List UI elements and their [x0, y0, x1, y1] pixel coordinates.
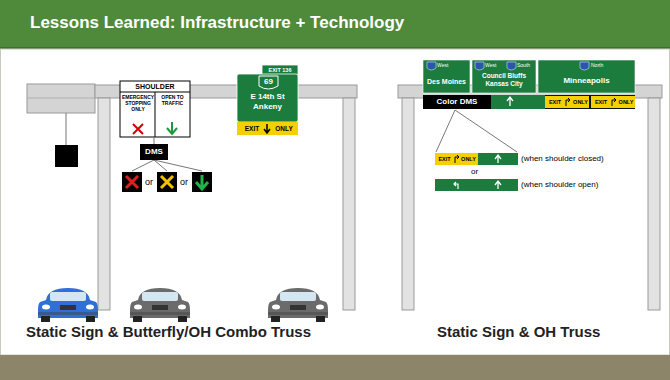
car	[38, 288, 98, 322]
car	[130, 288, 190, 322]
sign-text: Des Moines	[423, 77, 470, 86]
exit-sign	[237, 65, 298, 135]
sign-text: West	[485, 62, 503, 68]
sign-text: EXIT 136	[262, 66, 298, 75]
shoulder-sign: SHOULDER EMERGENCY STOPPING ONLYOPEN TO T…	[120, 81, 190, 137]
note-label: or	[471, 166, 483, 178]
sign-text: Council Bluffs Kansas City	[472, 72, 536, 88]
color-dms: Color DMSEXITONLYEXITONLY	[423, 95, 635, 109]
left-truss	[27, 84, 357, 310]
guide-sign: West SouthCouncil Bluffs Kansas City	[472, 60, 536, 93]
sign-text: North	[591, 62, 613, 68]
sign-text: EXIT	[240, 123, 264, 135]
sign-text: ONLY	[272, 123, 296, 135]
sign-text: E 14th St Ankeny	[239, 92, 296, 112]
sign-text: EXIT	[592, 96, 610, 108]
sign-text: West	[437, 62, 457, 68]
sign-text: EXIT	[436, 153, 453, 165]
frame	[1, 49, 670, 355]
sign-text: South	[517, 62, 536, 68]
guide-sign: EXIT 13669 E 14th St AnkenyEXIT ONLY	[237, 65, 298, 135]
lane-sign: EXIT ONLY	[435, 153, 478, 165]
sign-text: Minneapolis	[538, 76, 635, 86]
note-label: (when shoulder open)	[521, 179, 631, 191]
sign-text: EMERGENCY STOPPING ONLY	[121, 94, 155, 112]
sign-text: 69	[259, 76, 278, 88]
sign-text: ONLY	[617, 96, 635, 108]
sign-text: SHOULDER	[120, 82, 190, 92]
guide-sign: NorthMinneapolis	[538, 60, 635, 93]
header-bar	[0, 0, 670, 47]
guide-sign: WestDes Moines	[423, 60, 470, 93]
slide-title: Lessons Learned: Infrastructure + Techno…	[30, 12, 404, 34]
shoulder-sign	[120, 81, 212, 192]
sign-text: ONLY	[571, 96, 590, 108]
sign-text: Color DMS	[423, 95, 491, 109]
note-label: or	[145, 176, 157, 188]
sign-text: DMS	[140, 144, 168, 160]
footer-bar	[0, 355, 670, 380]
right-truss	[398, 60, 662, 310]
note-label: or	[180, 176, 192, 188]
car	[268, 288, 328, 322]
caption-text: Static Sign & Butterfly/OH Combo Truss	[26, 322, 346, 342]
caption-text: Static Sign & OH Truss	[437, 322, 657, 342]
sign-text: EXIT	[546, 96, 564, 108]
sign-text: ONLY	[459, 153, 478, 165]
note-label: (when shoulder closed)	[521, 153, 631, 165]
sign-text: OPEN TO TRAFFIC	[156, 94, 189, 106]
dms-box: DMS	[140, 144, 168, 160]
